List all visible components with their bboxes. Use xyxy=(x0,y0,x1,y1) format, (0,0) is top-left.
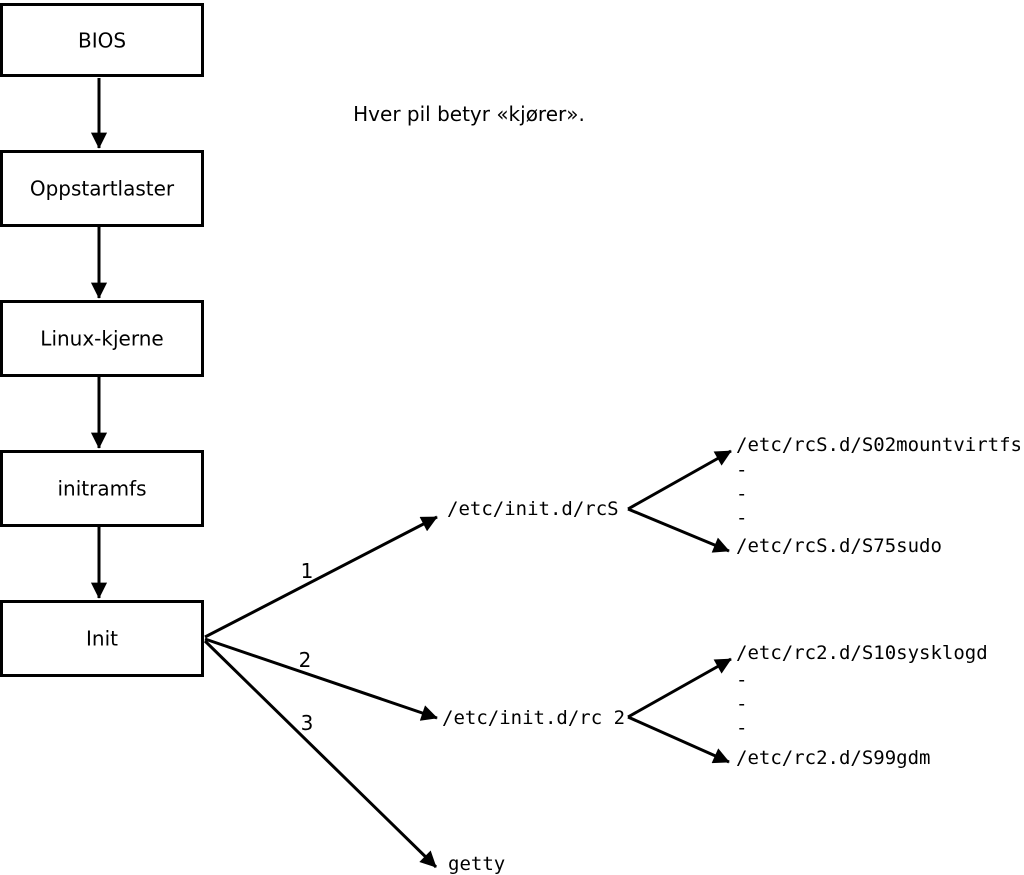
rcs-child-script: /etc/rcS.d/S02mountvirtfs xyxy=(736,434,1022,456)
rc2-script-label: /etc/init.d/rc 2 xyxy=(442,707,625,729)
initramfs-box-label: initramfs xyxy=(57,477,146,501)
branch-order-label-3: 3 xyxy=(301,711,314,735)
linux-kjerne-box-label: Linux-kjerne xyxy=(40,327,163,351)
oppstartlaster-box-label: Oppstartlaster xyxy=(30,177,175,201)
getty-label: getty xyxy=(448,853,505,875)
initramfs-box xyxy=(0,450,204,527)
linux-kjerne-box xyxy=(0,300,204,377)
arrow-init-to-rc2 xyxy=(204,637,438,721)
rcs-child-script: /etc/rcS.d/S75sudo xyxy=(736,535,942,557)
rcs-child-ellipsis: - xyxy=(736,507,747,529)
rc2-child-ellipsis: - xyxy=(736,717,747,739)
arrow-rc2-to-first-script xyxy=(627,657,732,719)
branch-order-label-1: 1 xyxy=(301,559,314,583)
rc2-child-script: /etc/rc2.d/S10sysklogd xyxy=(736,642,988,664)
bios-box xyxy=(0,3,204,77)
note-text: Hver pil betyr «kjører». xyxy=(353,102,585,126)
branch-order-label-2: 2 xyxy=(299,648,312,672)
arrow-rc2-to-last-script xyxy=(627,715,730,764)
arrow-init-to-getty xyxy=(203,639,438,869)
rcs-script-label: /etc/init.d/rcS xyxy=(447,498,619,520)
rc2-child-ellipsis: - xyxy=(736,693,747,715)
bios-box-label: BIOS xyxy=(78,29,126,53)
rc2-child-ellipsis: - xyxy=(736,669,747,691)
arrow-init-to-rcs xyxy=(204,515,438,639)
arrow-rcs-to-first-script xyxy=(627,449,732,511)
arrow-rcs-to-last-script xyxy=(627,507,730,553)
rc2-child-script: /etc/rc2.d/S99gdm xyxy=(736,747,930,769)
rcs-child-ellipsis: - xyxy=(736,459,747,481)
init-box-label: Init xyxy=(86,627,118,651)
oppstartlaster-box xyxy=(0,150,204,227)
init-box xyxy=(0,600,204,677)
rcs-child-ellipsis: - xyxy=(736,483,747,505)
